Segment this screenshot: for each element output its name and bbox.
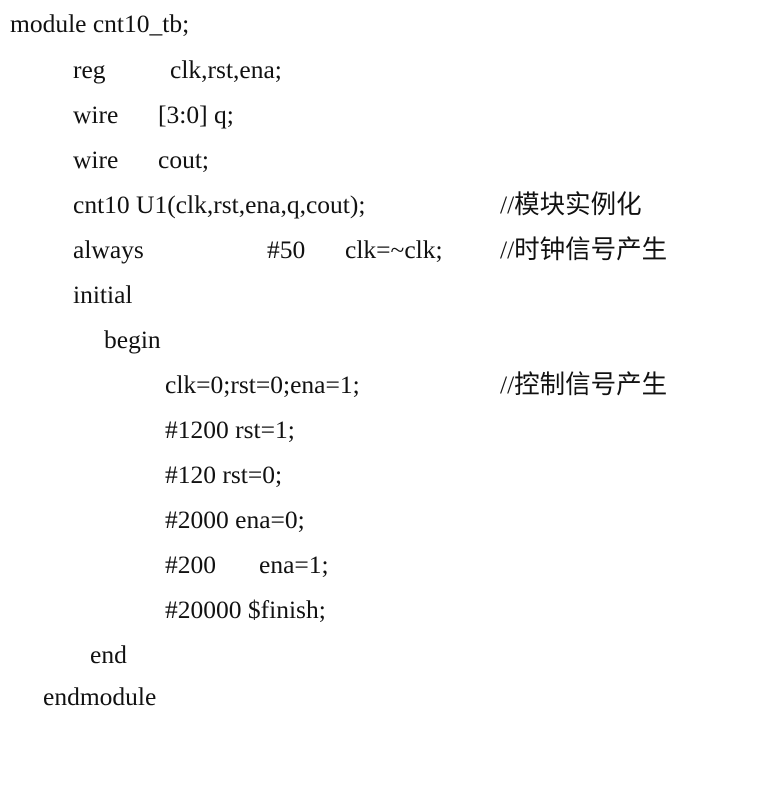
- code-line-14: #20000 $finish;: [0, 590, 326, 630]
- code-keyword: initial: [73, 280, 133, 309]
- code-text: [3:0] q;: [158, 100, 234, 129]
- code-line-4: wire cout;: [0, 140, 209, 180]
- code-keyword: begin: [104, 325, 161, 354]
- code-text: #2000 ena=0;: [165, 505, 305, 534]
- code-line-11: #120 rst=0;: [0, 455, 282, 495]
- code-line-8: begin: [0, 320, 161, 360]
- code-text: ena=1;: [259, 550, 329, 579]
- code-line-3: wire [3:0] q;: [0, 95, 234, 135]
- code-comment: //控制信号产生: [500, 370, 668, 399]
- code-text: clk=~clk;: [345, 235, 443, 264]
- code-text: cout;: [158, 145, 209, 174]
- code-keyword: reg: [73, 55, 106, 84]
- code-text: clk=0;rst=0;ena=1;: [165, 370, 360, 399]
- code-delay: #50: [267, 235, 306, 264]
- code-line-9: clk=0;rst=0;ena=1; //控制信号产生: [0, 365, 667, 405]
- code-keyword: wire: [73, 145, 119, 174]
- code-text: #1200 rst=1;: [165, 415, 295, 444]
- code-line-16: endmodule: [0, 677, 156, 717]
- code-line-5: cnt10 U1(clk,rst,ena,q,cout); //模块实例化: [0, 185, 642, 225]
- code-keyword: always: [73, 235, 144, 264]
- code-keyword: end: [90, 640, 127, 669]
- code-comment: //模块实例化: [500, 190, 642, 219]
- code-line-12: #2000 ena=0;: [0, 500, 305, 540]
- code-line-2: reg clk,rst,ena;: [0, 50, 282, 90]
- code-line-10: #1200 rst=1;: [0, 410, 295, 450]
- code-line-13: #200 ena=1;: [0, 545, 329, 585]
- code-keyword: wire: [73, 100, 119, 129]
- code-line-15: end: [0, 635, 127, 675]
- code-text: clk,rst,ena;: [170, 55, 282, 84]
- code-line-7: initial: [0, 275, 133, 315]
- code-text: module cnt10_tb;: [10, 9, 190, 38]
- code-line-6: always #50 clk=~clk; //时钟信号产生: [0, 230, 667, 270]
- code-comment: //时钟信号产生: [500, 235, 668, 264]
- code-text: cnt10 U1(clk,rst,ena,q,cout);: [73, 190, 366, 219]
- code-keyword: endmodule: [43, 682, 157, 711]
- code-text: #120 rst=0;: [165, 460, 283, 489]
- code-text: #20000 $finish;: [165, 595, 326, 624]
- code-line-1: module cnt10_tb;: [0, 4, 189, 44]
- code-delay: #200: [165, 550, 216, 579]
